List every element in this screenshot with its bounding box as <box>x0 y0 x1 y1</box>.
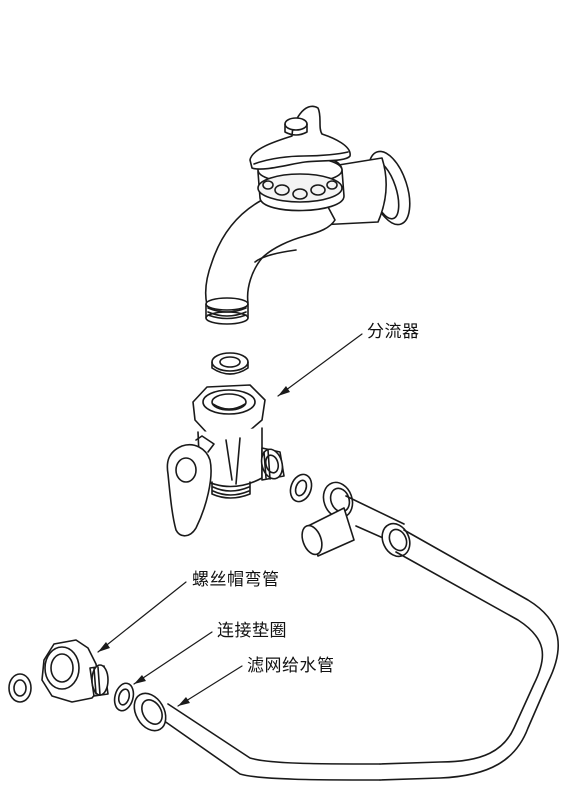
diverter-lever <box>166 435 215 537</box>
small-washer <box>8 673 32 703</box>
connecting-washer <box>113 682 135 712</box>
faucet-handle <box>249 105 351 170</box>
leader-diverter <box>277 333 363 397</box>
diverter-side-outlet <box>260 447 285 481</box>
right-hose-connector <box>301 481 411 558</box>
filter-hose <box>133 529 559 781</box>
diverter-bottom-thread <box>211 481 251 499</box>
diverter <box>166 384 285 537</box>
elbow-nut <box>41 639 109 703</box>
leader-washer <box>133 631 213 685</box>
leader-elbow <box>97 581 187 653</box>
callout-filter-hose: 滤网给水管 <box>247 656 335 676</box>
faucet-spout <box>204 191 336 306</box>
leader-hose <box>177 665 243 707</box>
top-washer <box>211 352 249 375</box>
callout-elbow-nut: 螺丝帽弯管 <box>192 570 280 590</box>
callout-leaders <box>97 333 363 707</box>
faucet-spout-thread <box>205 297 249 325</box>
callout-connecting-washer: 连接垫圈 <box>217 621 287 641</box>
faucet <box>204 105 411 325</box>
callout-diverter: 分流器 <box>367 322 420 342</box>
faucet-valve-ring <box>257 173 343 203</box>
side-washer <box>289 473 313 503</box>
